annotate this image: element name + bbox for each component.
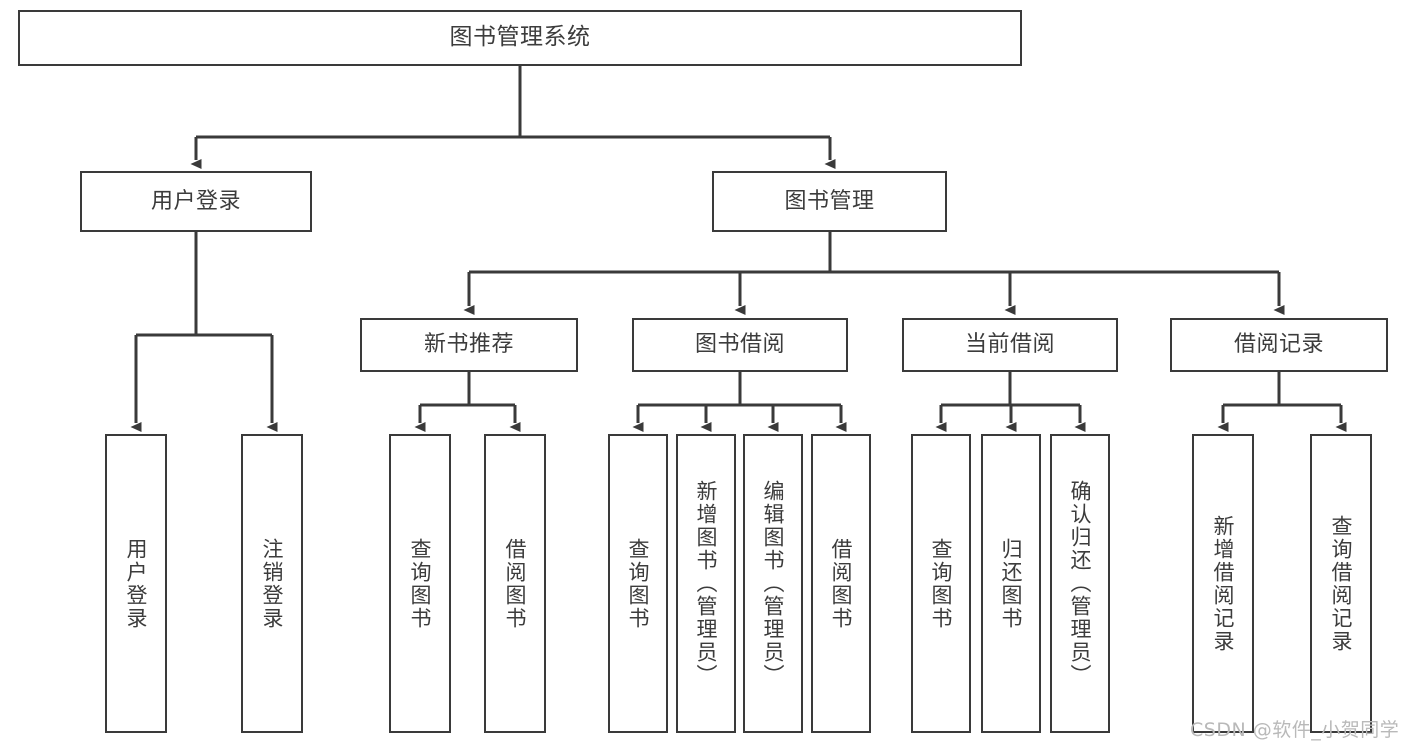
node-label: 注销登录 (260, 537, 285, 630)
leaf-borrow-book[interactable]: 借阅图书 (811, 434, 871, 733)
csdn-watermark: CSDN @软件_小贺同学 (1190, 719, 1400, 741)
node-label: 借阅图书 (829, 537, 854, 630)
node-current-borrow[interactable]: 当前借阅 (902, 318, 1118, 372)
node-borrow-record[interactable]: 借阅记录 (1170, 318, 1388, 372)
leaf-borrow-book-recommend[interactable]: 借阅图书 (484, 434, 546, 733)
leaf-query-borrow-record[interactable]: 查询借阅记录 (1310, 434, 1372, 733)
node-label: 查询图书 (408, 537, 433, 630)
leaf-query-book-borrow[interactable]: 查询图书 (608, 434, 668, 733)
leaf-return-book[interactable]: 归还图书 (981, 434, 1041, 733)
node-label: 图书管理 (784, 188, 875, 214)
node-label: 查询图书 (929, 537, 954, 630)
leaf-user-logout[interactable]: 注销登录 (241, 434, 303, 733)
leaf-query-book-current[interactable]: 查询图书 (911, 434, 971, 733)
node-label: 确认归还（管理员） (1068, 480, 1093, 687)
node-label: 归还图书 (999, 537, 1024, 630)
node-new-book-recommend[interactable]: 新书推荐 (360, 318, 578, 372)
leaf-add-borrow-record[interactable]: 新增借阅记录 (1192, 434, 1254, 733)
node-label: 新书推荐 (423, 332, 514, 358)
leaf-add-book-admin[interactable]: 新增图书（管理员） (676, 434, 736, 733)
leaf-user-login[interactable]: 用户登录 (105, 434, 167, 733)
leaf-query-book-recommend[interactable]: 查询图书 (389, 434, 451, 733)
node-label: 查询图书 (626, 537, 651, 630)
leaf-confirm-return-admin[interactable]: 确认归还（管理员） (1050, 434, 1110, 733)
node-label: 编辑图书（管理员） (761, 480, 786, 687)
node-book-borrow[interactable]: 图书借阅 (632, 318, 848, 372)
node-label: 借阅图书 (503, 537, 528, 630)
node-root-system[interactable]: 图书管理系统 (18, 10, 1022, 66)
node-user-login-branch[interactable]: 用户登录 (80, 171, 312, 232)
node-book-management-branch[interactable]: 图书管理 (712, 171, 947, 232)
node-label: 借阅记录 (1233, 332, 1324, 358)
node-label: 查询借阅记录 (1329, 514, 1354, 653)
node-label: 当前借阅 (964, 332, 1055, 358)
node-label: 新增图书（管理员） (694, 480, 719, 687)
node-label: 用户登录 (124, 537, 149, 630)
node-label: 用户登录 (150, 188, 241, 214)
leaf-edit-book-admin[interactable]: 编辑图书（管理员） (743, 434, 803, 733)
node-label: 新增借阅记录 (1211, 514, 1236, 653)
node-label: 图书借阅 (694, 332, 785, 358)
node-label: 图书管理系统 (449, 24, 591, 51)
